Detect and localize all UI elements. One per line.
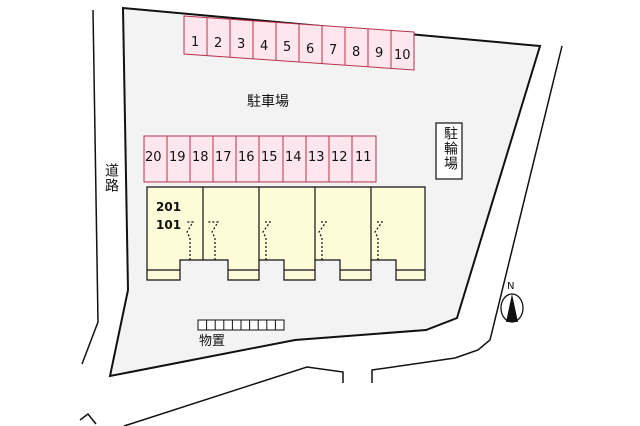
building [146, 186, 426, 281]
road-east-line [454, 45, 563, 359]
corner-mark [79, 412, 97, 425]
bicycle-parking-frame [435, 122, 463, 180]
space-6: 6 [306, 42, 315, 57]
road-south-line-2 [371, 357, 456, 383]
road-label: 道路 [103, 163, 119, 193]
space-16: 16 [238, 150, 255, 165]
storage-shed [197, 319, 285, 331]
parking-row-bottom [143, 135, 377, 183]
compass-north-label: N [507, 281, 515, 292]
space-12: 12 [331, 150, 348, 165]
space-15: 15 [261, 150, 278, 165]
space-11: 11 [355, 150, 372, 165]
road-west-line [81, 9, 99, 365]
unit-201-label: 201 [156, 200, 182, 214]
compass-icon [500, 293, 524, 323]
space-18: 18 [192, 150, 209, 165]
space-19: 19 [169, 150, 186, 165]
space-8: 8 [352, 45, 361, 60]
space-4: 4 [260, 39, 269, 54]
storage-label: 物置 [199, 334, 226, 349]
bicycle-parking-label: 駐輪場 [442, 126, 458, 171]
space-1: 1 [191, 35, 200, 50]
space-3: 3 [237, 37, 246, 52]
unit-101-label: 101 [156, 218, 182, 232]
parking-row-top [183, 15, 415, 71]
parking-label: 駐車場 [247, 94, 289, 110]
space-5: 5 [283, 40, 292, 55]
space-2: 2 [214, 36, 223, 51]
space-20: 20 [145, 150, 162, 165]
space-14: 14 [285, 150, 302, 165]
space-9: 9 [375, 46, 384, 61]
road-south-line [123, 366, 344, 426]
space-13: 13 [308, 150, 325, 165]
space-7: 7 [329, 43, 338, 58]
space-10: 10 [394, 48, 411, 63]
space-17: 17 [215, 150, 232, 165]
